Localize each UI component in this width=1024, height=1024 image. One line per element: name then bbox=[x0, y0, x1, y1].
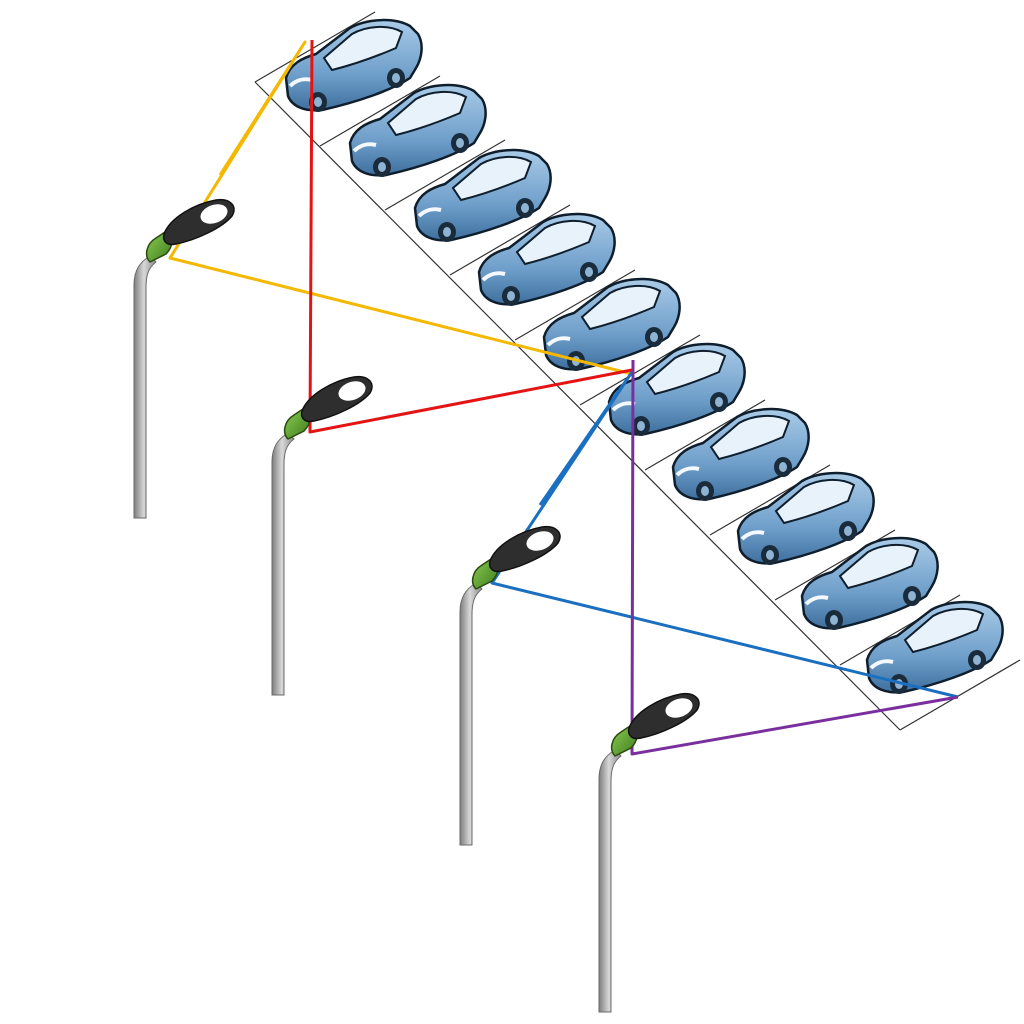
street-lamp-icon bbox=[471, 525, 561, 590]
lamp-pole-2 bbox=[271, 432, 295, 696]
car-icon bbox=[800, 536, 940, 632]
street-lamp-icon bbox=[145, 198, 235, 263]
car-icon bbox=[477, 212, 617, 308]
lamp-pole-4 bbox=[598, 749, 622, 1013]
beam-lamp-3 bbox=[490, 370, 959, 699]
beam-lamp-2 bbox=[308, 39, 633, 434]
parking-lines bbox=[254, 11, 1021, 731]
street-lamp-icon bbox=[610, 692, 700, 757]
car-icon bbox=[607, 342, 747, 438]
car-icon bbox=[671, 407, 811, 503]
beam-lamp-1 bbox=[168, 40, 633, 376]
beam-lamp-4 bbox=[630, 359, 959, 756]
lamp-poles bbox=[133, 255, 622, 1013]
lamp-pole-3 bbox=[459, 582, 483, 846]
car-icon bbox=[736, 471, 876, 567]
parked-cars bbox=[284, 18, 1005, 696]
lamp-pole-1 bbox=[133, 255, 157, 519]
light-beams bbox=[168, 39, 959, 756]
